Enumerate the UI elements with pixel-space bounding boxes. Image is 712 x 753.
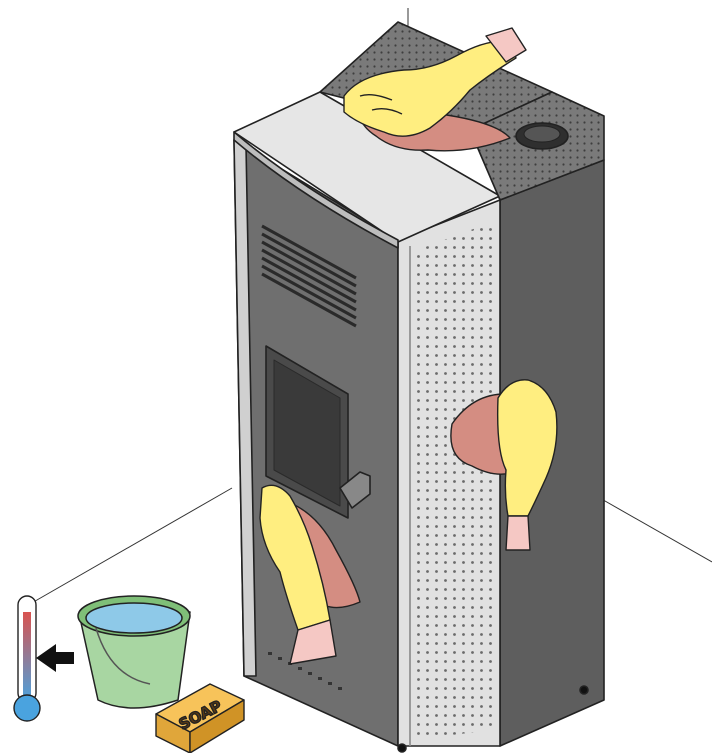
thermometer-icon (14, 596, 40, 721)
arrow-left-icon (36, 644, 74, 672)
bucket-icon (78, 596, 190, 708)
